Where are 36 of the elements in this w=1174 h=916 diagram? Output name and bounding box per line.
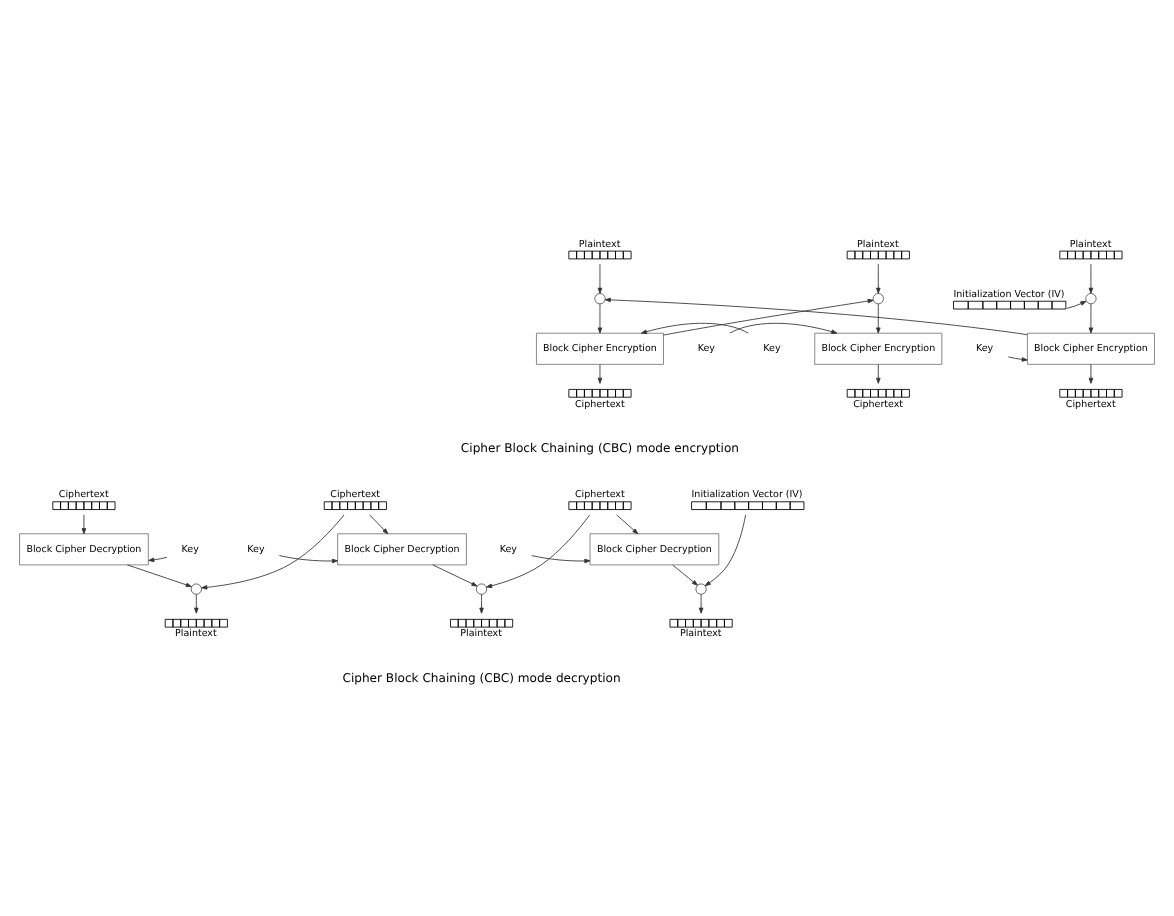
node-circle <box>190 583 202 595</box>
node-circle <box>475 583 488 595</box>
arrow <box>604 297 1028 336</box>
arrow <box>126 564 192 588</box>
arrow <box>876 364 881 384</box>
arrow <box>876 263 881 294</box>
arrow <box>672 564 698 586</box>
arrow <box>1088 303 1094 334</box>
arrow <box>597 364 603 384</box>
arrow <box>479 593 484 614</box>
arrow <box>369 514 389 535</box>
arrow <box>729 322 838 334</box>
arrow <box>148 556 168 563</box>
node-circle <box>872 293 884 305</box>
arrow <box>704 514 747 587</box>
arrow <box>663 298 874 336</box>
arrow <box>698 593 704 614</box>
arrow <box>432 564 478 587</box>
arrow <box>597 263 603 294</box>
arrow <box>486 514 591 588</box>
arrow <box>531 555 591 564</box>
arrow <box>194 593 199 614</box>
arrow <box>876 303 881 334</box>
arrow <box>278 555 338 564</box>
arrow <box>616 514 639 535</box>
arrow <box>201 514 345 590</box>
arrow <box>1088 364 1094 384</box>
arrow <box>1007 356 1028 362</box>
arrow <box>81 514 87 535</box>
node-circle <box>594 293 606 305</box>
node-circle <box>695 583 707 595</box>
node-circle <box>1085 293 1097 305</box>
arrow <box>1088 263 1094 294</box>
arrow <box>1066 300 1087 309</box>
arrow <box>597 303 603 334</box>
arrow <box>640 322 749 334</box>
